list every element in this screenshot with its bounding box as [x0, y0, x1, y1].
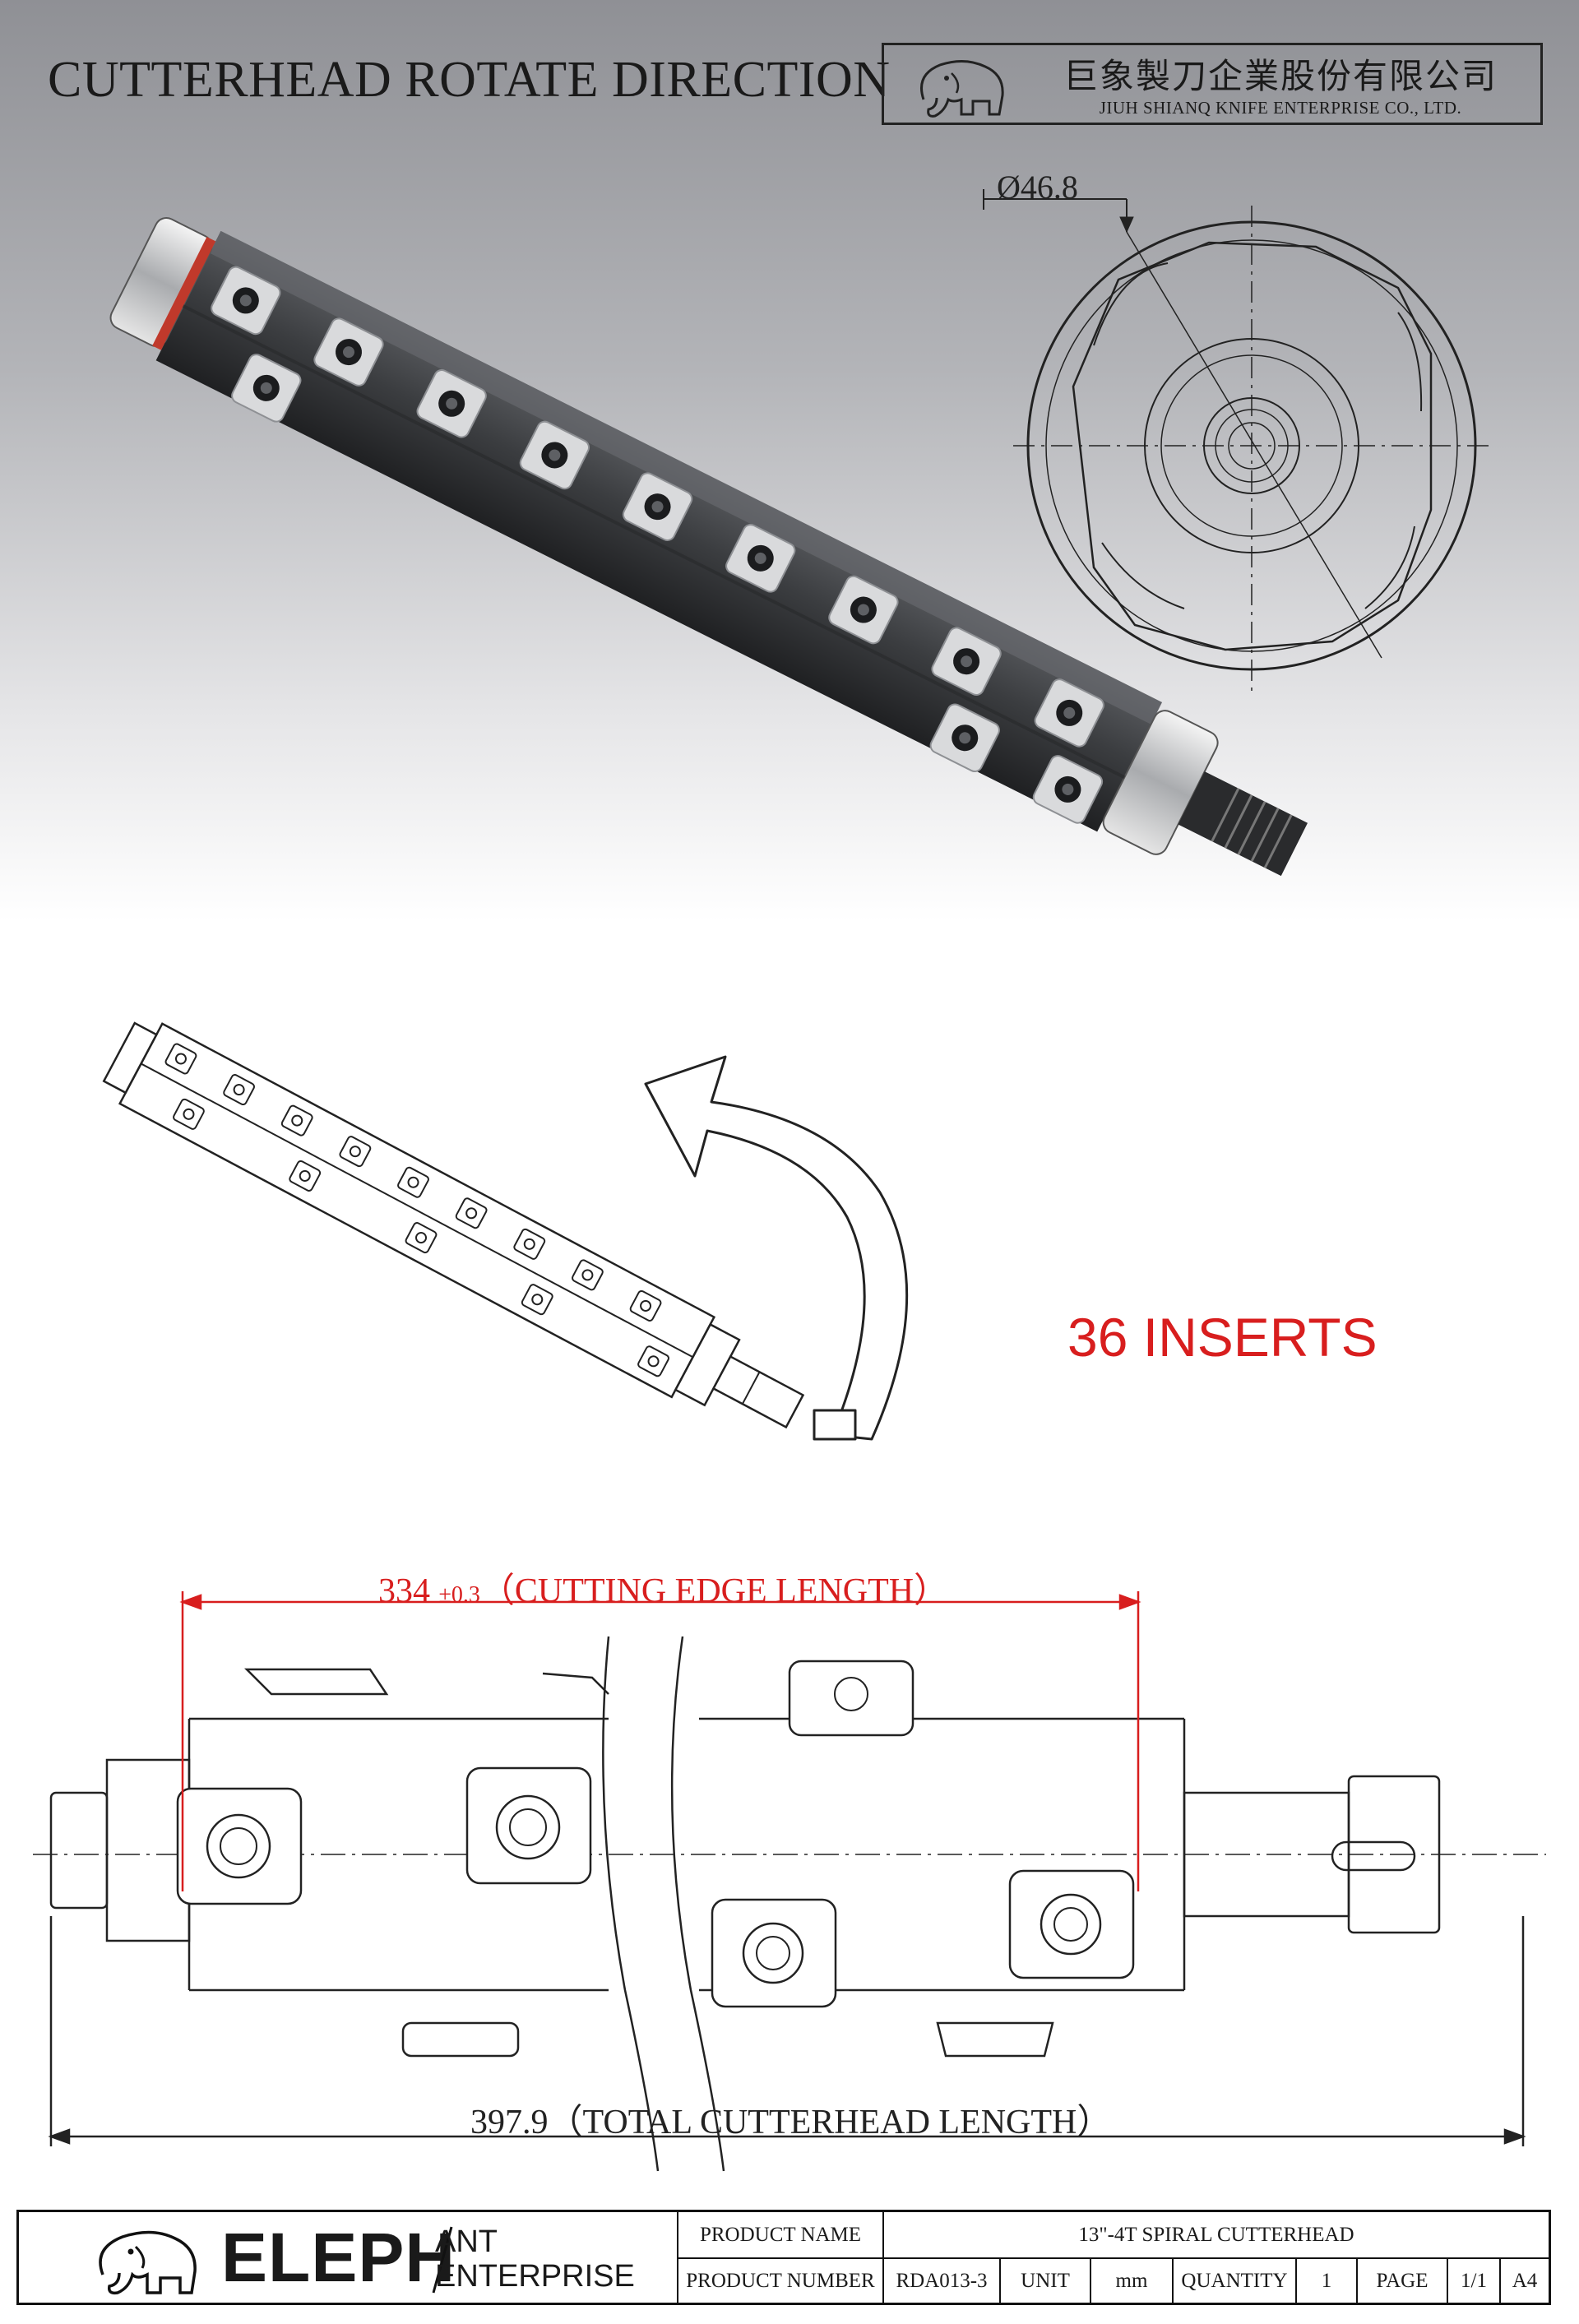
elephant-logo-icon	[99, 2230, 197, 2295]
product-name-value: 13"-4T SPIRAL CUTTERHEAD	[882, 2212, 1549, 2257]
diameter-dimension-label: Ø46.8	[997, 169, 1078, 206]
quantity-value: 1	[1295, 2257, 1356, 2303]
total-length-dimension-line	[48, 1916, 1526, 2146]
company-name-cn: 巨象製刀企業股份有限公司	[1063, 56, 1498, 96]
page-value: 1/1	[1447, 2257, 1499, 2303]
cutting-length-description: （CUTTING EDGE LENGTH）	[479, 1572, 949, 1610]
brand-name-main: ELEPH	[221, 2219, 456, 2296]
cutterhead-photo	[109, 217, 1308, 877]
cutting-length-tolerance: ±0.3	[438, 1582, 480, 1608]
brand-name-enterprise: ENTERPRISE	[435, 2259, 635, 2294]
total-length-description: （TOTAL CUTTERHEAD LENGTH）	[548, 2104, 1112, 2141]
end-view-drawing	[983, 189, 1490, 691]
paper-size-value: A4	[1499, 2257, 1549, 2303]
brand-area: ELEPH ANT ENTERPRISE	[19, 2212, 677, 2303]
company-name-en: JIUH SHIANQ KNIFE ENTERPRISE CO., LTD.	[1099, 98, 1462, 118]
product-info-grid: PRODUCT NAME 13"-4T SPIRAL CUTTERHEAD PR…	[677, 2212, 1549, 2303]
product-number-value: RDA013-3	[882, 2257, 999, 2303]
page-label: PAGE	[1356, 2257, 1447, 2303]
rotate-arrow-icon	[644, 1055, 909, 1441]
cutting-edge-dimension-line	[179, 1591, 1141, 1891]
title-block: ELEPH ANT ENTERPRISE PRODUCT NAME 13"-4T…	[16, 2210, 1551, 2305]
product-number-label: PRODUCT NUMBER	[677, 2257, 882, 2303]
unit-value: mm	[1090, 2257, 1172, 2303]
page-title: CUTTERHEAD ROTATE DIRECTION	[48, 52, 891, 108]
cutting-length-value: 334	[378, 1572, 430, 1610]
total-length-value: 397.9	[470, 2104, 549, 2141]
quantity-label: QUANTITY	[1172, 2257, 1295, 2303]
photo-backdrop	[0, 0, 1579, 921]
cutterhead-line-drawing	[102, 1021, 805, 1429]
inserts-count-callout: 36 INSERTS	[1067, 1307, 1378, 1368]
total-length-label: 397.9（TOTAL CUTTERHEAD LENGTH）	[470, 2094, 1111, 2144]
elephant-logo-icon	[920, 60, 1004, 118]
brand-slash-mark	[432, 2226, 453, 2294]
unit-label: UNIT	[999, 2257, 1090, 2303]
product-name-label: PRODUCT NAME	[677, 2212, 882, 2257]
side-elevation-drawing	[33, 1636, 1546, 2172]
company-header-box: 巨象製刀企業股份有限公司 JIUH SHIANQ KNIFE ENTERPRIS…	[882, 43, 1543, 125]
cutting-edge-length-label: 334 ±0.3（CUTTING EDGE LENGTH）	[378, 1562, 948, 1613]
brand-name-suffix: ANT	[435, 2224, 498, 2259]
